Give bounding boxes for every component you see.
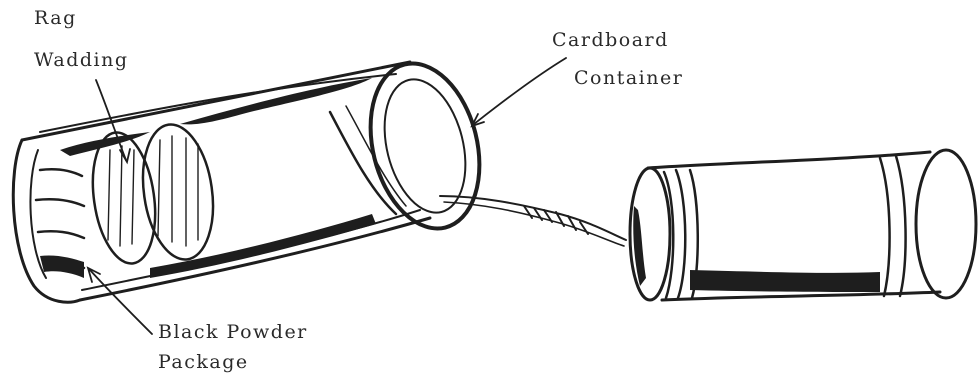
- leader-black-powder: [90, 270, 152, 334]
- container-top-edge: [648, 152, 930, 168]
- black-powder-package: [36, 169, 84, 278]
- fuse-cord: [440, 196, 626, 246]
- tube-cut-diagonal: [330, 112, 396, 214]
- cardboard-tube-cutaway: [13, 52, 496, 302]
- tube-top-wall-line: [40, 74, 396, 132]
- leader-cardboard-container: [474, 58, 566, 124]
- powder-bands: [36, 169, 84, 268]
- closed-container: [630, 150, 976, 300]
- container-right-end: [916, 150, 976, 298]
- tube-top-edge: [22, 62, 410, 140]
- label-black-powder: Black Powder: [158, 320, 308, 344]
- label-package: Package: [158, 350, 249, 374]
- powder-shade: [40, 255, 84, 278]
- container-shade-bottom: [690, 270, 880, 292]
- label-rag: Rag: [34, 6, 77, 30]
- container-right-ridges: [880, 156, 906, 296]
- tube-shade-bottom: [150, 214, 376, 278]
- tube-mouth-outer: [354, 52, 496, 240]
- tube-mouth-inner: [372, 71, 479, 221]
- leader-lines: [88, 58, 566, 334]
- container-bottom-edge: [662, 292, 940, 300]
- wadding-disc-2: [135, 120, 221, 264]
- wadding-disc-1: [85, 128, 163, 267]
- label-cardboard: Cardboard: [552, 28, 669, 52]
- label-container: Container: [574, 66, 683, 90]
- label-wadding: Wadding: [34, 48, 129, 72]
